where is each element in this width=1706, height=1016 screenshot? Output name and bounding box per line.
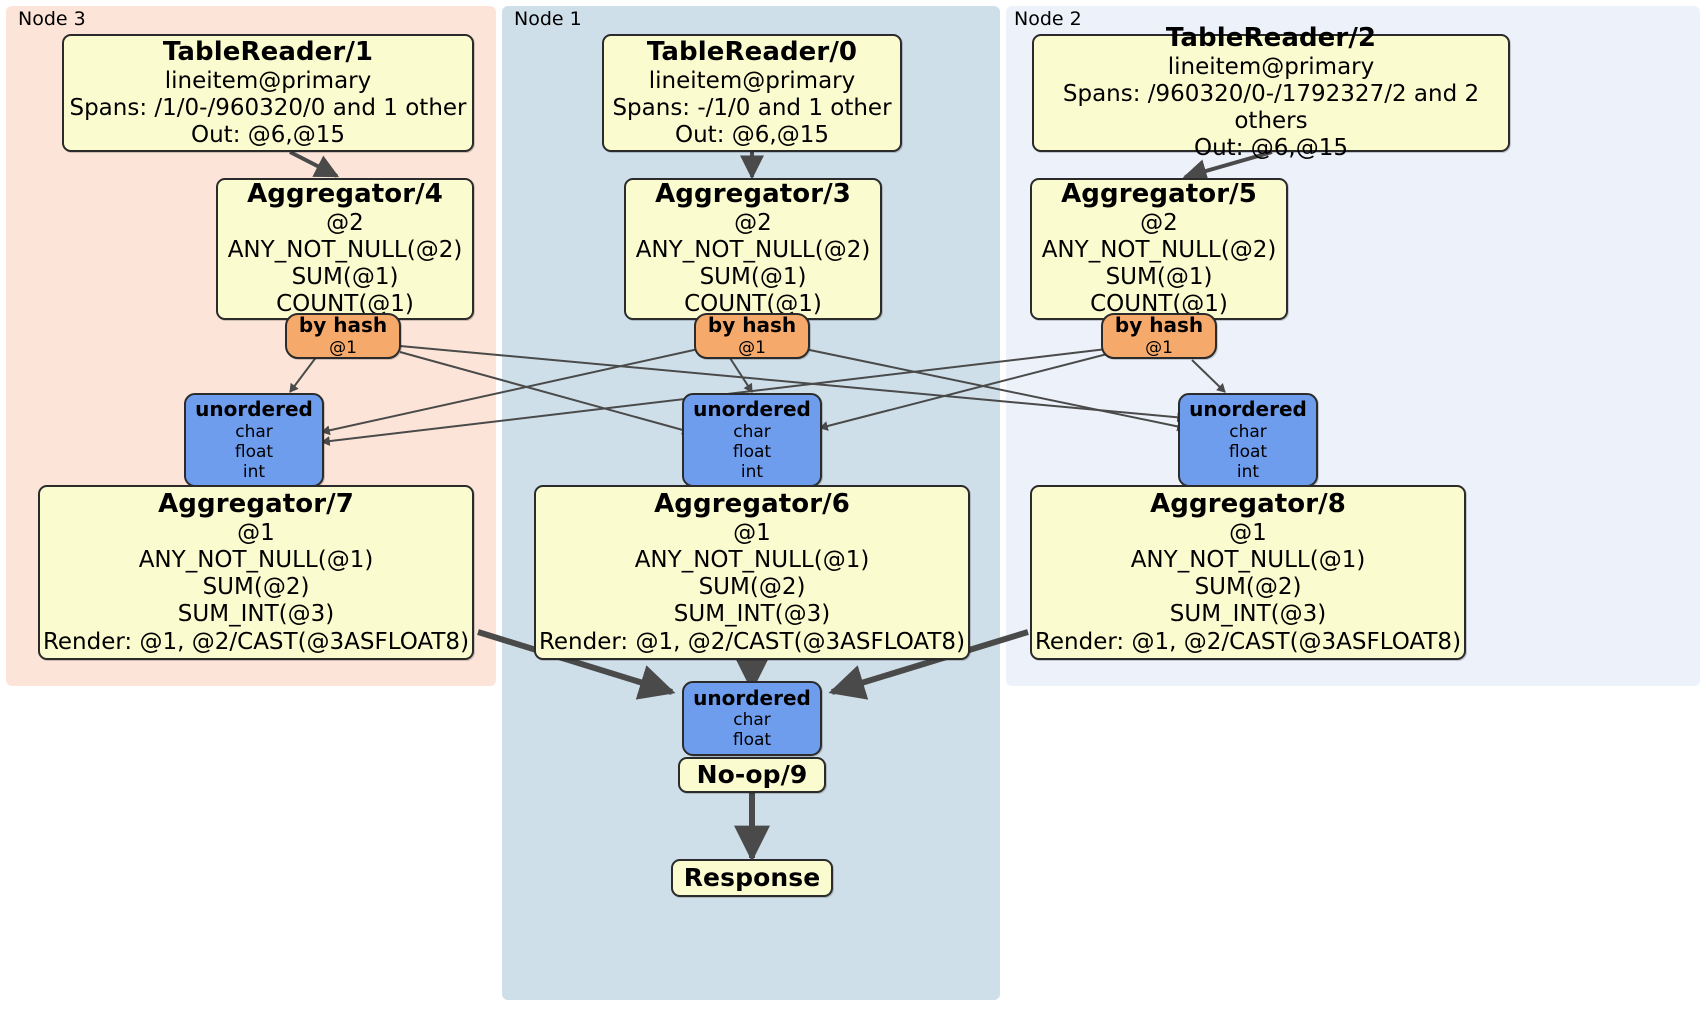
synchronizer-unordered-node3[interactable]: unordered char float int: [184, 393, 324, 487]
processor-tablereader-0[interactable]: TableReader/0 lineitem@primary Spans: -/…: [602, 34, 902, 152]
sync-line: char: [1229, 421, 1267, 442]
box-line: SUM(@2): [202, 574, 310, 601]
box-line: ANY_NOT_NULL(@2): [635, 237, 871, 264]
sync-line: int: [740, 461, 764, 482]
box-title: No-op/9: [696, 760, 808, 790]
box-title: Aggregator/6: [654, 489, 850, 520]
box-line: ANY_NOT_NULL(@1): [138, 547, 374, 574]
processor-tablereader-2[interactable]: TableReader/2 lineitem@primary Spans: /9…: [1032, 23, 1510, 161]
node-panel-label-node3: Node 3: [18, 8, 86, 30]
box-title: Aggregator/7: [158, 489, 354, 520]
box-line: ANY_NOT_NULL(@2): [1041, 237, 1277, 264]
processor-aggregator-6[interactable]: Aggregator/6 @1 ANY_NOT_NULL(@1) SUM(@2)…: [534, 485, 970, 660]
router-line: @1: [329, 337, 357, 358]
sync-title: unordered: [1189, 397, 1307, 422]
router-title: by hash: [298, 313, 388, 338]
router-by-hash-node1[interactable]: by hash @1: [694, 313, 810, 359]
box-line: Spans: /1/0-/960320/0 and 1 other: [69, 94, 467, 121]
router-title: by hash: [707, 313, 797, 338]
box-line: lineitem@primary: [1167, 54, 1375, 81]
box-title: TableReader/2: [1165, 23, 1377, 54]
sync-line: float: [1228, 441, 1268, 462]
box-title: Response: [683, 863, 821, 893]
box-line: SUM_INT(@3): [177, 601, 335, 628]
router-line: @1: [738, 337, 766, 358]
processor-aggregator-7[interactable]: Aggregator/7 @1 ANY_NOT_NULL(@1) SUM(@2)…: [38, 485, 474, 660]
sync-line: float: [732, 441, 772, 462]
box-title: Aggregator/8: [1150, 489, 1346, 520]
box-line: SUM(@1): [1105, 264, 1213, 291]
synchronizer-unordered-final[interactable]: unordered char float: [682, 681, 822, 756]
box-line: SUM(@1): [291, 264, 399, 291]
sync-line: int: [242, 461, 266, 482]
router-line: @1: [1145, 337, 1173, 358]
sync-line: char: [733, 421, 771, 442]
box-line: Out: @6,@15: [191, 121, 345, 148]
sync-line: int: [1236, 461, 1260, 482]
box-line: @1: [237, 520, 275, 547]
box-line: SUM_INT(@3): [673, 601, 831, 628]
sync-line: float: [732, 730, 772, 751]
output-response[interactable]: Response: [671, 859, 833, 897]
processor-no-op-9[interactable]: No-op/9: [678, 757, 826, 793]
box-line: @2: [734, 210, 772, 237]
box-line: @2: [326, 210, 364, 237]
router-title: by hash: [1114, 313, 1204, 338]
synchronizer-unordered-node2[interactable]: unordered char float int: [1178, 393, 1318, 487]
router-by-hash-node2[interactable]: by hash @1: [1101, 313, 1217, 359]
box-line: SUM(@2): [1194, 574, 1302, 601]
box-line: @1: [733, 520, 771, 547]
box-title: Aggregator/5: [1061, 179, 1257, 210]
box-line: ANY_NOT_NULL(@2): [227, 237, 463, 264]
node-panel-label-node1: Node 1: [514, 8, 582, 30]
sync-line: char: [235, 421, 273, 442]
sync-title: unordered: [693, 685, 811, 710]
box-line: Render: @1, @2/CAST(@3ASFLOAT8): [1034, 628, 1462, 655]
box-line: SUM(@1): [699, 264, 807, 291]
processor-aggregator-4[interactable]: Aggregator/4 @2 ANY_NOT_NULL(@2) SUM(@1)…: [216, 178, 474, 320]
sync-line: char: [733, 710, 771, 731]
node-panel-label-node2: Node 2: [1014, 8, 1082, 30]
sync-title: unordered: [693, 397, 811, 422]
box-line: Out: @6,@15: [675, 121, 829, 148]
processor-tablereader-1[interactable]: TableReader/1 lineitem@primary Spans: /1…: [62, 34, 474, 152]
box-line: @1: [1229, 520, 1267, 547]
box-line: Spans: -/1/0 and 1 other: [612, 94, 892, 121]
box-title: Aggregator/3: [655, 179, 851, 210]
router-by-hash-node3[interactable]: by hash @1: [285, 313, 401, 359]
box-line: lineitem@primary: [648, 67, 856, 94]
box-line: Out: @6,@15: [1194, 135, 1348, 162]
box-line: @2: [1140, 210, 1178, 237]
processor-aggregator-5[interactable]: Aggregator/5 @2 ANY_NOT_NULL(@2) SUM(@1)…: [1030, 178, 1288, 320]
box-line: ANY_NOT_NULL(@1): [634, 547, 870, 574]
box-line: Spans: /960320/0-/1792327/2 and 2 others: [1062, 81, 1480, 135]
processor-aggregator-3[interactable]: Aggregator/3 @2 ANY_NOT_NULL(@2) SUM(@1)…: [624, 178, 882, 320]
sync-line: float: [234, 441, 274, 462]
processor-aggregator-8[interactable]: Aggregator/8 @1 ANY_NOT_NULL(@1) SUM(@2)…: [1030, 485, 1466, 660]
box-line: SUM(@2): [698, 574, 806, 601]
box-line: SUM_INT(@3): [1169, 601, 1327, 628]
box-title: TableReader/0: [646, 36, 858, 67]
box-line: lineitem@primary: [164, 67, 372, 94]
sync-title: unordered: [195, 397, 313, 422]
box-line: Render: @1, @2/CAST(@3ASFLOAT8): [42, 628, 470, 655]
box-line: ANY_NOT_NULL(@1): [1130, 547, 1366, 574]
box-title: TableReader/1: [162, 36, 374, 67]
box-line: Render: @1, @2/CAST(@3ASFLOAT8): [538, 628, 966, 655]
synchronizer-unordered-node1[interactable]: unordered char float int: [682, 393, 822, 487]
box-title: Aggregator/4: [247, 179, 443, 210]
